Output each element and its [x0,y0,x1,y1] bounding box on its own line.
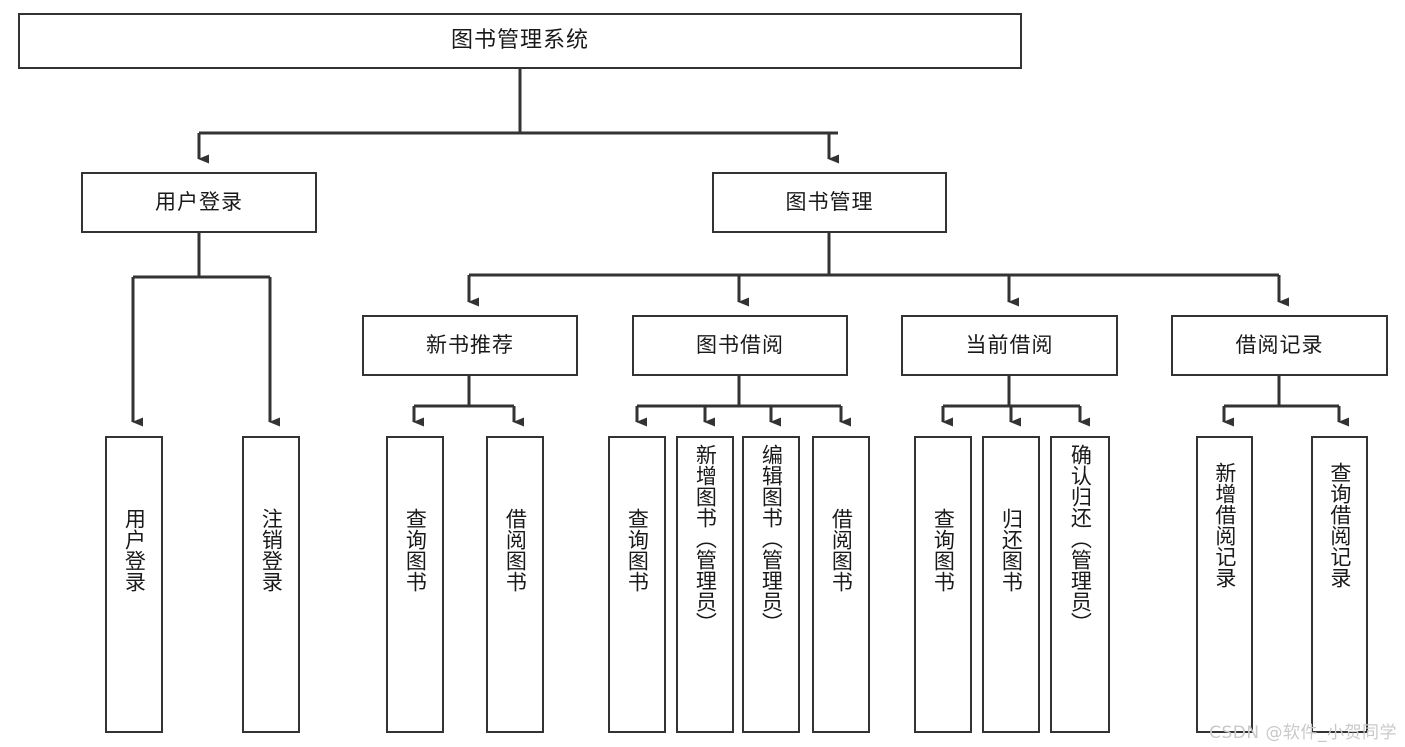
leaf-new-book-query-books[interactable]: 查询图书 [386,436,444,733]
node-label: 查询图书 [625,508,650,592]
node-label: 确认归还（管理员） [1068,444,1093,633]
csdn-watermark: CSDN @软件_小贺同学 [1209,723,1397,743]
node-label: 新书推荐 [426,332,514,357]
leaf-book-borrow-edit-book-admin[interactable]: 编辑图书（管理员） [742,436,800,733]
leaf-new-book-borrow-books[interactable]: 借阅图书 [486,436,544,733]
node-label: 用户登录 [122,508,147,592]
node-label: 用户登录 [155,189,243,214]
leaf-user-login-logout[interactable]: 注销登录 [242,436,300,733]
leaf-current-borrow-query-books[interactable]: 查询图书 [914,436,972,733]
node-label: 借阅图书 [829,508,854,592]
node-label: 查询借阅记录 [1327,462,1352,588]
node-label: 图书管理系统 [450,27,589,53]
leaf-borrow-record-query-record[interactable]: 查询借阅记录 [1311,436,1368,733]
node-label: 查询图书 [403,508,428,592]
node-label: 图书管理 [785,189,874,214]
node-label: 归还图书 [999,508,1024,592]
node-label: 当前借阅 [965,332,1054,357]
node-book-management[interactable]: 图书管理 [712,172,947,233]
node-label: 新增借阅记录 [1212,462,1237,588]
node-label: 查询图书 [931,508,956,592]
leaf-user-login-login[interactable]: 用户登录 [105,436,163,733]
node-user-login[interactable]: 用户登录 [81,172,317,233]
node-label: 借阅图书 [503,508,528,592]
node-new-book-recommend[interactable]: 新书推荐 [362,315,578,376]
leaf-borrow-record-add-record[interactable]: 新增借阅记录 [1196,436,1253,733]
node-label: 注销登录 [259,508,284,592]
node-borrow-record[interactable]: 借阅记录 [1171,315,1388,376]
node-label: 借阅记录 [1235,332,1324,357]
leaf-book-borrow-query-books[interactable]: 查询图书 [608,436,666,733]
leaf-book-borrow-borrow-books[interactable]: 借阅图书 [812,436,870,733]
leaf-current-borrow-confirm-return-admin[interactable]: 确认归还（管理员） [1050,436,1110,733]
node-root-book-management-system[interactable]: 图书管理系统 [18,13,1022,69]
node-label: 编辑图书（管理员） [759,444,784,633]
node-label: 新增图书（管理员） [693,444,718,633]
node-book-borrow[interactable]: 图书借阅 [632,315,848,376]
leaf-book-borrow-add-book-admin[interactable]: 新增图书（管理员） [676,436,734,733]
node-current-borrow[interactable]: 当前借阅 [901,315,1118,376]
leaf-current-borrow-return-books[interactable]: 归还图书 [982,436,1040,733]
node-label: 图书借阅 [696,332,784,357]
